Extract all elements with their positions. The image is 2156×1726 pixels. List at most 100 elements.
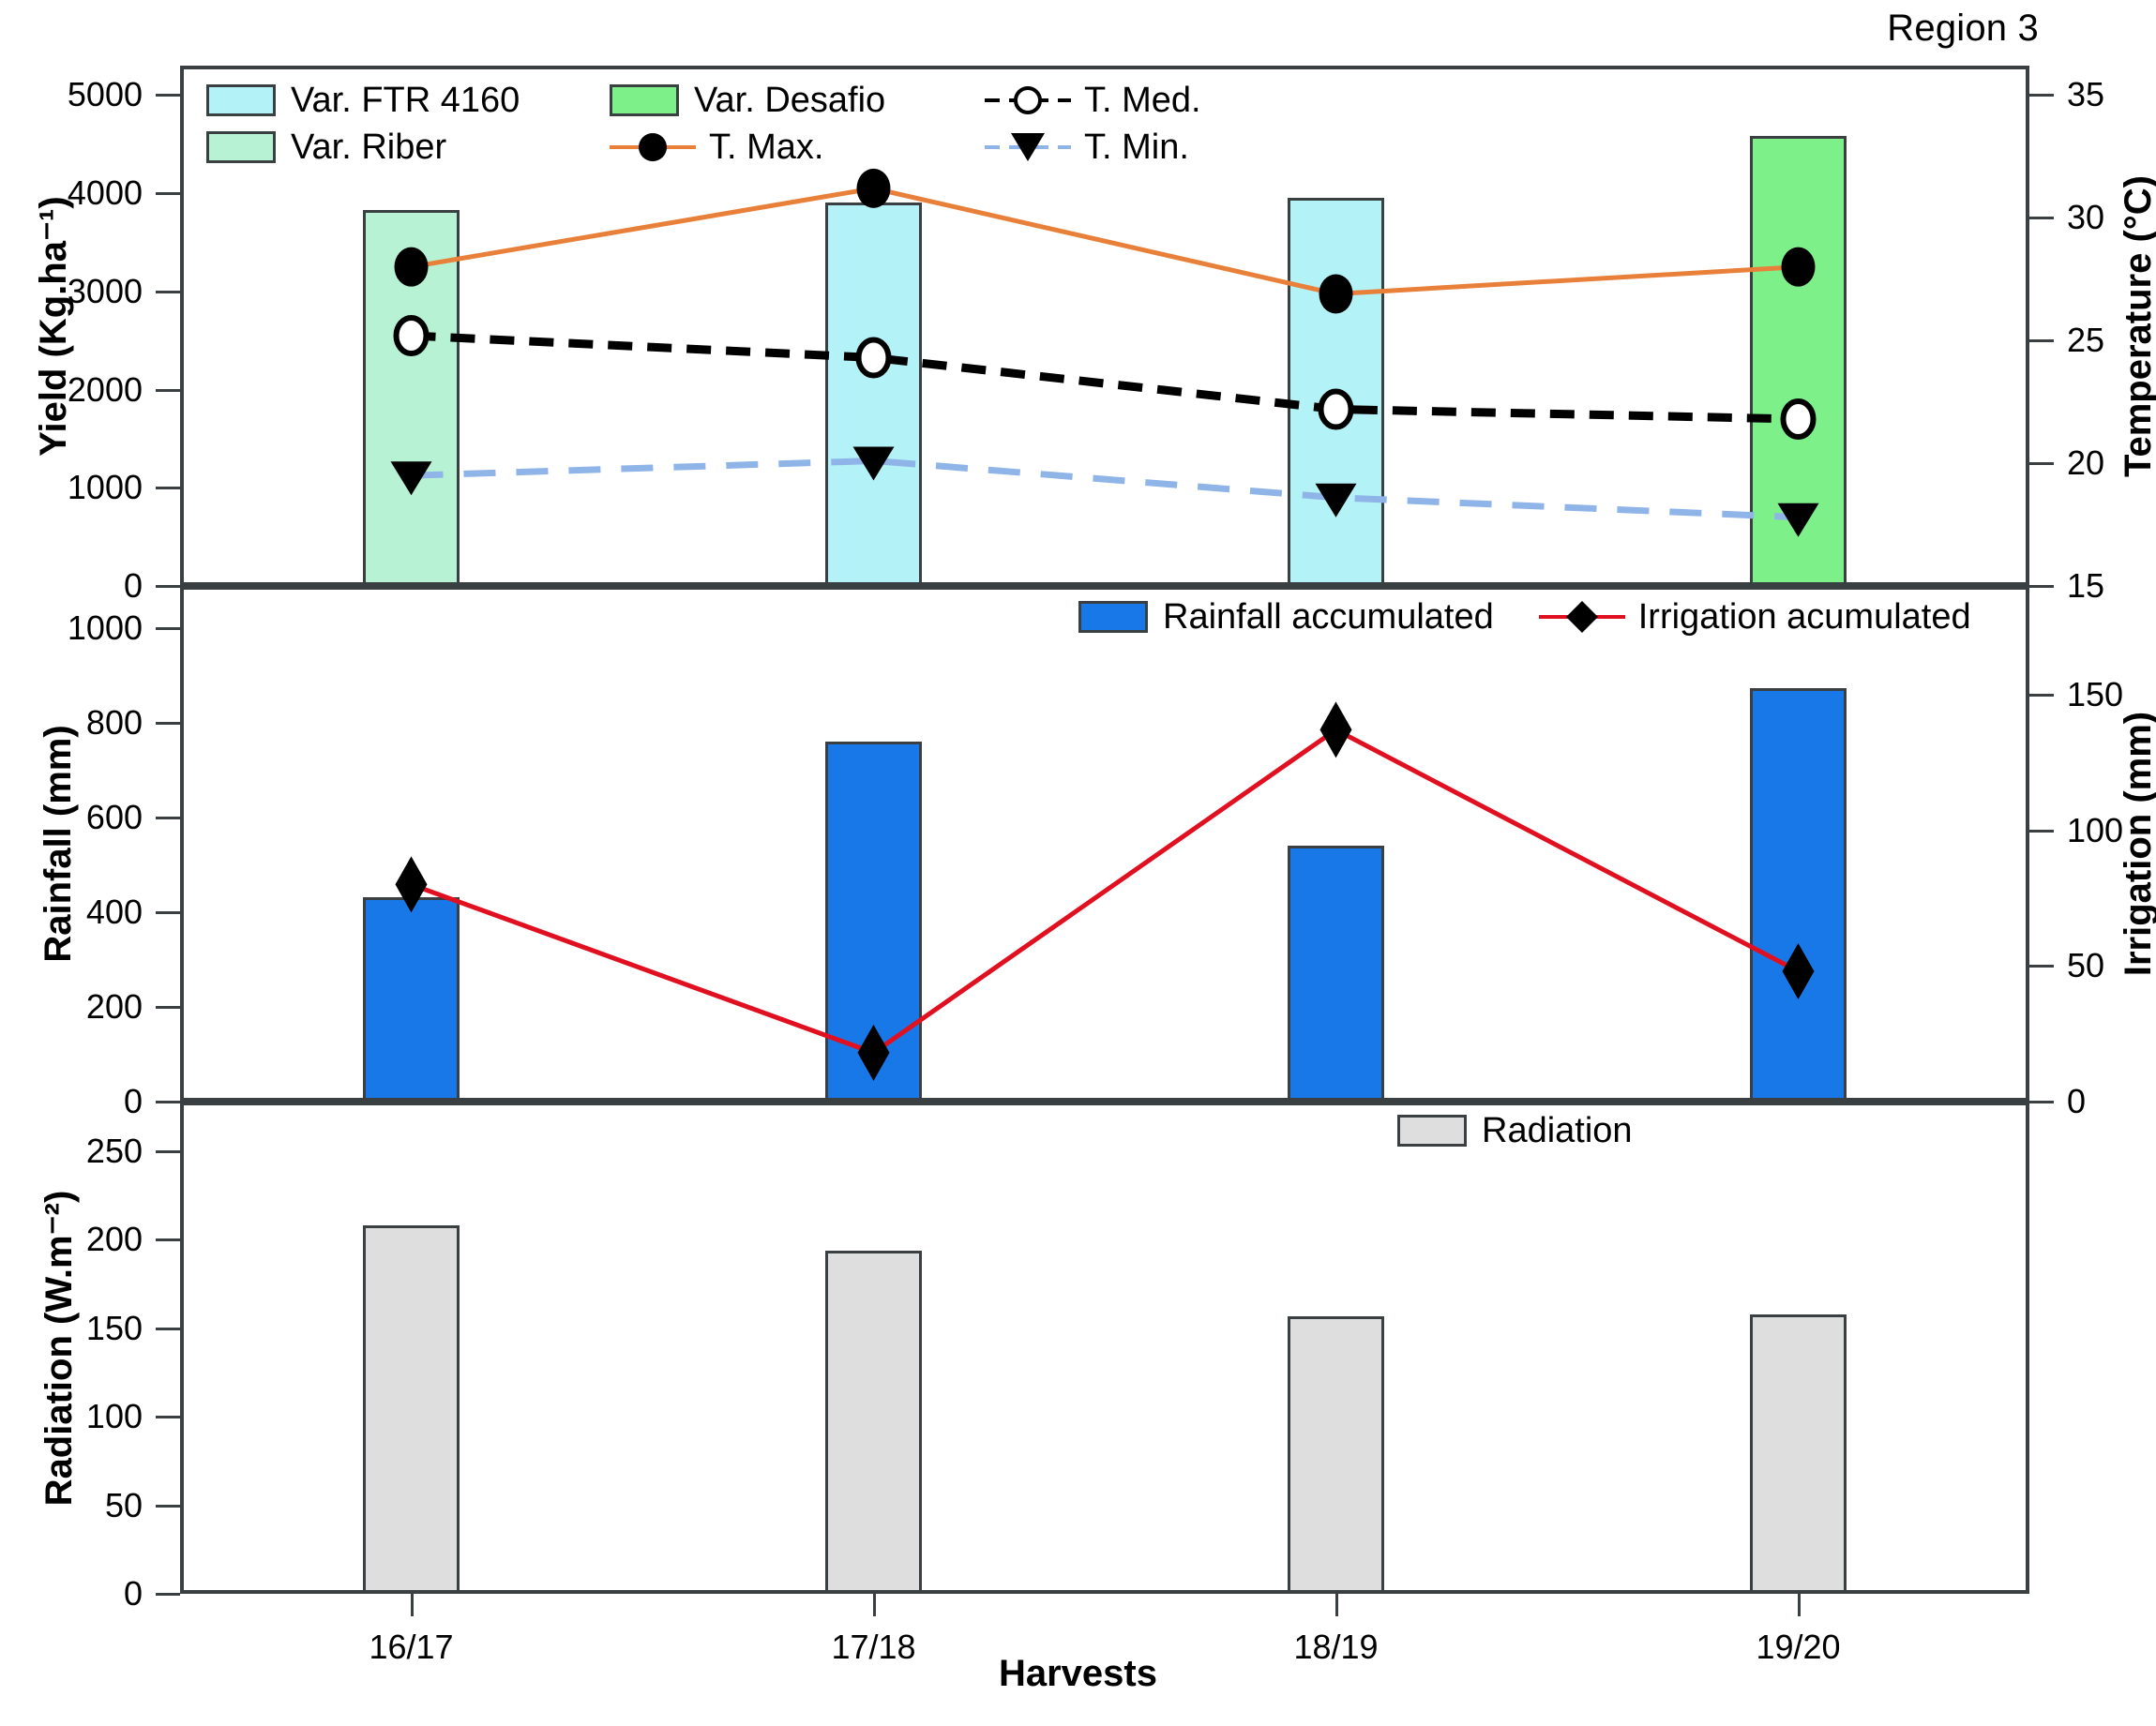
legend-item-rainfall-accumulated[interactable]: Rainfall accumulated (1078, 599, 1494, 635)
legend-item-var-ftr-4160[interactable]: Var. FTR 4160 (206, 83, 610, 118)
panel-radiation (180, 1102, 2029, 1594)
bar-radiation-18-19 (1288, 1315, 1384, 1594)
marker-t-min-18-19 (1315, 483, 1357, 518)
legend-label-radiation: Radiation (1482, 1111, 1633, 1150)
marker-t-max-16-17 (394, 247, 429, 287)
tick-label: 0 (123, 1082, 143, 1120)
legend-item-var-desafio[interactable]: Var. Desafio (610, 83, 985, 118)
bar-rainfall-accumulated-19-20 (1750, 688, 1847, 1102)
tick-mark (156, 94, 180, 98)
legend-line-t-med (985, 83, 1071, 118)
tick-label: 20 (2067, 443, 2105, 483)
bar-radiation-17-18 (825, 1250, 922, 1594)
legend-swatch-var-desafio (610, 84, 679, 116)
legend-item-irrigation-accumulated[interactable]: Irrigation acumulated (1538, 597, 1971, 637)
x-tick-mark (410, 1594, 414, 1616)
x-tick-mark (1334, 1594, 1338, 1616)
bar-rainfall-accumulated-16-17 (363, 897, 460, 1102)
x-tick-label-17-18: 17/18 (831, 1628, 916, 1666)
tick-mark (2029, 829, 2054, 833)
legend-label-irrigation-accumulated: Irrigation acumulated (1637, 597, 1971, 637)
legend-marker-triangle-down-icon (1011, 133, 1045, 161)
series-line-t-max (411, 186, 1799, 296)
tick-mark (156, 627, 180, 631)
tick-label: 3000 (67, 271, 143, 310)
legend-radiation-panel: Radiation (1397, 1113, 1633, 1148)
tick-mark (156, 1006, 180, 1010)
x-tick-label-18-19: 18/19 (1293, 1628, 1379, 1666)
tick-mark (2029, 217, 2054, 220)
tick-label: 0 (123, 1574, 143, 1613)
legend-item-t-max[interactable]: T. Max. (610, 129, 985, 165)
legend-line-irrigation-accumulated (1538, 599, 1625, 635)
legend-marker-wrap (639, 133, 667, 161)
tick-mark (2029, 585, 2054, 588)
tick-label: 5000 (67, 75, 143, 114)
tick-mark (156, 192, 180, 196)
legend-swatch-rainfall-accumulated (1078, 601, 1148, 633)
tick-label: 100 (85, 1397, 143, 1436)
bar-radiation-16-17 (363, 1225, 460, 1594)
legend-swatch-radiation (1397, 1115, 1467, 1147)
marker-t-med-16-17 (393, 314, 430, 356)
legend-marker-wrap (1014, 86, 1042, 114)
tick-mark (156, 1327, 180, 1330)
x-tick-label-19-20: 19/20 (1756, 1628, 1841, 1666)
tick-mark (156, 585, 180, 588)
tick-mark (156, 722, 180, 726)
axis-title-rainfall: Rainfall (mm) (38, 725, 79, 963)
tick-label: 400 (85, 893, 143, 932)
tick-label: 4000 (67, 173, 143, 213)
x-tick-mark (1797, 1594, 1801, 1616)
marker-t-min-17-18 (852, 446, 895, 481)
irrigation-line-overlay (395, 701, 1815, 1081)
tick-mark (2029, 462, 2054, 466)
legend-line-t-max (610, 129, 696, 165)
bar-rainfall-accumulated-18-19 (1288, 846, 1384, 1102)
marker-t-max-18-19 (1319, 274, 1353, 314)
series-line-t-med (411, 331, 1799, 424)
tick-label: 150 (2067, 674, 2124, 713)
legend-label-t-med: T. Med. (1084, 81, 1201, 120)
tick-mark (156, 911, 180, 915)
axis-title-yield: Yield (Kg.ha⁻¹) (33, 195, 74, 457)
legend-line-t-min (985, 129, 1071, 165)
legend-item-t-min[interactable]: T. Min. (985, 129, 1201, 165)
tick-label: 800 (85, 703, 143, 743)
panel-yield-temperature (180, 66, 2029, 586)
marker-t-min-19-20 (1777, 503, 1819, 537)
legend-item-radiation[interactable]: Radiation (1397, 1113, 1633, 1148)
tick-label: 250 (85, 1131, 143, 1170)
tick-label: 1000 (67, 608, 143, 648)
tick-label: 100 (2067, 810, 2124, 849)
legend-swatch-var-riber (206, 131, 276, 163)
legend-item-t-med[interactable]: T. Med. (985, 83, 1201, 118)
tick-mark (156, 290, 180, 293)
axis-title-temperature: Temperature (°C) (2118, 174, 2156, 477)
legend-label-var-riber: Var. Riber (291, 128, 447, 167)
plot-area-rainfall (180, 586, 2029, 1102)
axis-title-irrigation: Irrigation (mm) (2118, 711, 2156, 977)
tick-label: 0 (123, 566, 143, 605)
legend-label-t-min: T. Min. (1084, 128, 1189, 167)
bar-radiation-19-20 (1750, 1313, 1847, 1594)
marker-t-med-19-20 (1780, 398, 1817, 440)
figure-title: Region 3 (1887, 8, 2039, 49)
marker-irrigation-acumulated-19-20 (1782, 943, 1815, 1000)
tick-label: 25 (2067, 321, 2105, 360)
tick-mark (156, 1504, 180, 1508)
legend-marker-wrap (1011, 133, 1045, 161)
legend-swatch-var-ftr-4160 (206, 84, 276, 116)
tick-label: 200 (85, 987, 143, 1027)
tick-label: 150 (85, 1308, 143, 1347)
x-tick-mark (872, 1594, 876, 1616)
temperature-lines-overlay (390, 168, 1819, 537)
plot-area-yield (180, 66, 2029, 586)
legend-label-var-desafio: Var. Desafio (694, 81, 886, 120)
tick-mark (2029, 1101, 2054, 1103)
legend-label-t-max: T. Max. (709, 128, 824, 167)
marker-irrigation-acumulated-16-17 (395, 856, 428, 913)
tick-label: 600 (85, 798, 143, 837)
legend-item-var-riber[interactable]: Var. Riber (206, 129, 610, 165)
